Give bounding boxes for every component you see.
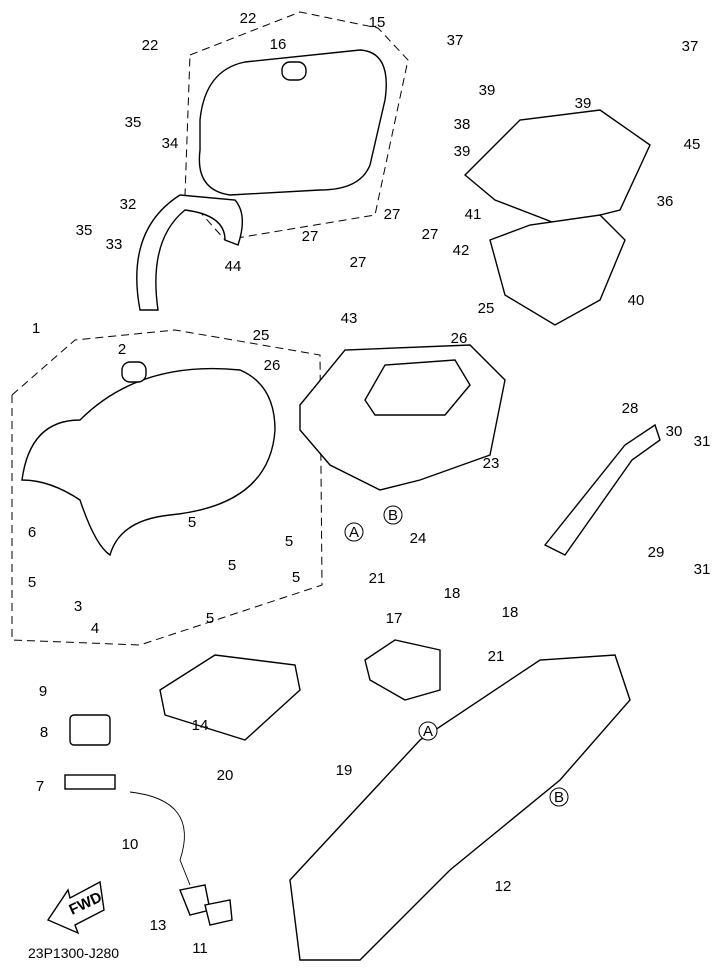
callout-label: 7 <box>36 778 44 795</box>
callout-label: 14 <box>192 717 209 734</box>
lock-plate <box>364 639 441 701</box>
callout-label: 9 <box>39 683 47 700</box>
callout-label: 22 <box>142 37 159 54</box>
callout-label: 18 <box>502 604 519 621</box>
callout-label: 39 <box>479 82 496 99</box>
callout-label: 30 <box>666 423 683 440</box>
callout-label: 11 <box>192 940 208 957</box>
fwd-arrow-icon: FWD <box>46 880 105 935</box>
callout-label: 27 <box>422 226 439 243</box>
callout-label: 29 <box>648 544 665 561</box>
group-outline-front-seat <box>11 329 323 646</box>
callout-label: 25 <box>253 327 270 344</box>
callout-label: 35 <box>76 222 93 239</box>
callout-label: 33 <box>106 236 123 253</box>
callout-label: 27 <box>384 206 401 223</box>
callout-label: 20 <box>217 767 234 784</box>
callout-label: 4 <box>91 620 99 637</box>
callout-label: 17 <box>386 610 403 627</box>
callout-label: 41 <box>465 206 482 223</box>
callout-label: 2 <box>118 341 126 358</box>
callout-label: 10 <box>122 836 139 853</box>
callout-label: 27 <box>302 228 319 245</box>
callout-label: 37 <box>447 32 464 49</box>
callout-label: 27 <box>350 254 367 271</box>
rear-bracket <box>489 214 626 326</box>
grab-bar <box>136 194 243 311</box>
callout-label: 34 <box>162 135 179 152</box>
callout-label: 42 <box>453 242 470 259</box>
callout-label: 31 <box>694 433 711 450</box>
reference-mark-circle <box>549 787 569 807</box>
callout-label: 19 <box>336 762 353 779</box>
callout-label: 44 <box>225 258 242 275</box>
callout-label: 5 <box>285 533 293 550</box>
callout-label: 8 <box>40 724 48 741</box>
lock-lever-11 <box>204 899 233 926</box>
callout-label: 26 <box>451 330 468 347</box>
callout-label: 28 <box>622 400 639 417</box>
reference-mark: A <box>349 524 359 541</box>
callout-label: 37 <box>682 38 699 55</box>
seat-lock <box>69 714 111 746</box>
callout-label: 18 <box>444 585 461 602</box>
callout-label: 12 <box>495 878 512 895</box>
cable-bracket-13 <box>179 884 211 916</box>
callout-label: 26 <box>264 357 281 374</box>
rear-seat <box>198 49 387 196</box>
reference-mark: B <box>388 507 398 524</box>
seat-lock-cable <box>129 791 191 886</box>
tail-cover <box>463 109 651 226</box>
callout-label: 24 <box>410 530 427 547</box>
callout-label: 5 <box>206 610 214 627</box>
callout-label: 31 <box>694 561 711 578</box>
reference-mark-circle <box>344 522 364 542</box>
callout-label: 38 <box>454 116 471 133</box>
callout-label: 1 <box>32 320 40 337</box>
callout-label: 22 <box>240 10 257 27</box>
box-lid <box>364 359 471 416</box>
callout-label: 5 <box>292 569 300 586</box>
callout-label: 21 <box>369 570 386 587</box>
drawing-code: 23P1300-J280 <box>28 945 120 961</box>
callout-label: 21 <box>488 648 505 665</box>
support-bar <box>543 423 661 556</box>
callout-label: 36 <box>657 193 674 210</box>
reference-mark-circle <box>383 505 403 525</box>
callout-label: 32 <box>120 196 137 213</box>
callout-label: 13 <box>150 917 167 934</box>
callout-label: 40 <box>628 292 645 309</box>
seat-bracket <box>159 654 301 741</box>
callout-label: 25 <box>478 300 495 317</box>
reference-mark: A <box>423 723 433 740</box>
callout-label: 5 <box>28 574 36 591</box>
seat-bumper-2 <box>121 361 147 383</box>
callout-label: 39 <box>454 143 471 160</box>
callout-label: 5 <box>228 557 236 574</box>
callout-label: 39 <box>575 95 592 112</box>
seat-bumper-16 <box>281 61 307 81</box>
callout-label: 23 <box>483 455 500 472</box>
callout-label: 15 <box>369 14 386 31</box>
callout-label: 3 <box>74 598 82 615</box>
reference-mark-circle <box>418 721 438 741</box>
callout-label: 6 <box>28 524 36 541</box>
callout-label: 45 <box>684 136 701 153</box>
callout-label: 5 <box>188 514 196 531</box>
lock-bracket <box>64 774 116 790</box>
callout-label: 35 <box>125 114 142 131</box>
front-seat <box>21 367 276 557</box>
reference-mark: B <box>554 789 564 806</box>
callout-label: 16 <box>270 36 287 53</box>
callout-label: 43 <box>341 310 358 327</box>
rear-frame <box>289 654 631 961</box>
